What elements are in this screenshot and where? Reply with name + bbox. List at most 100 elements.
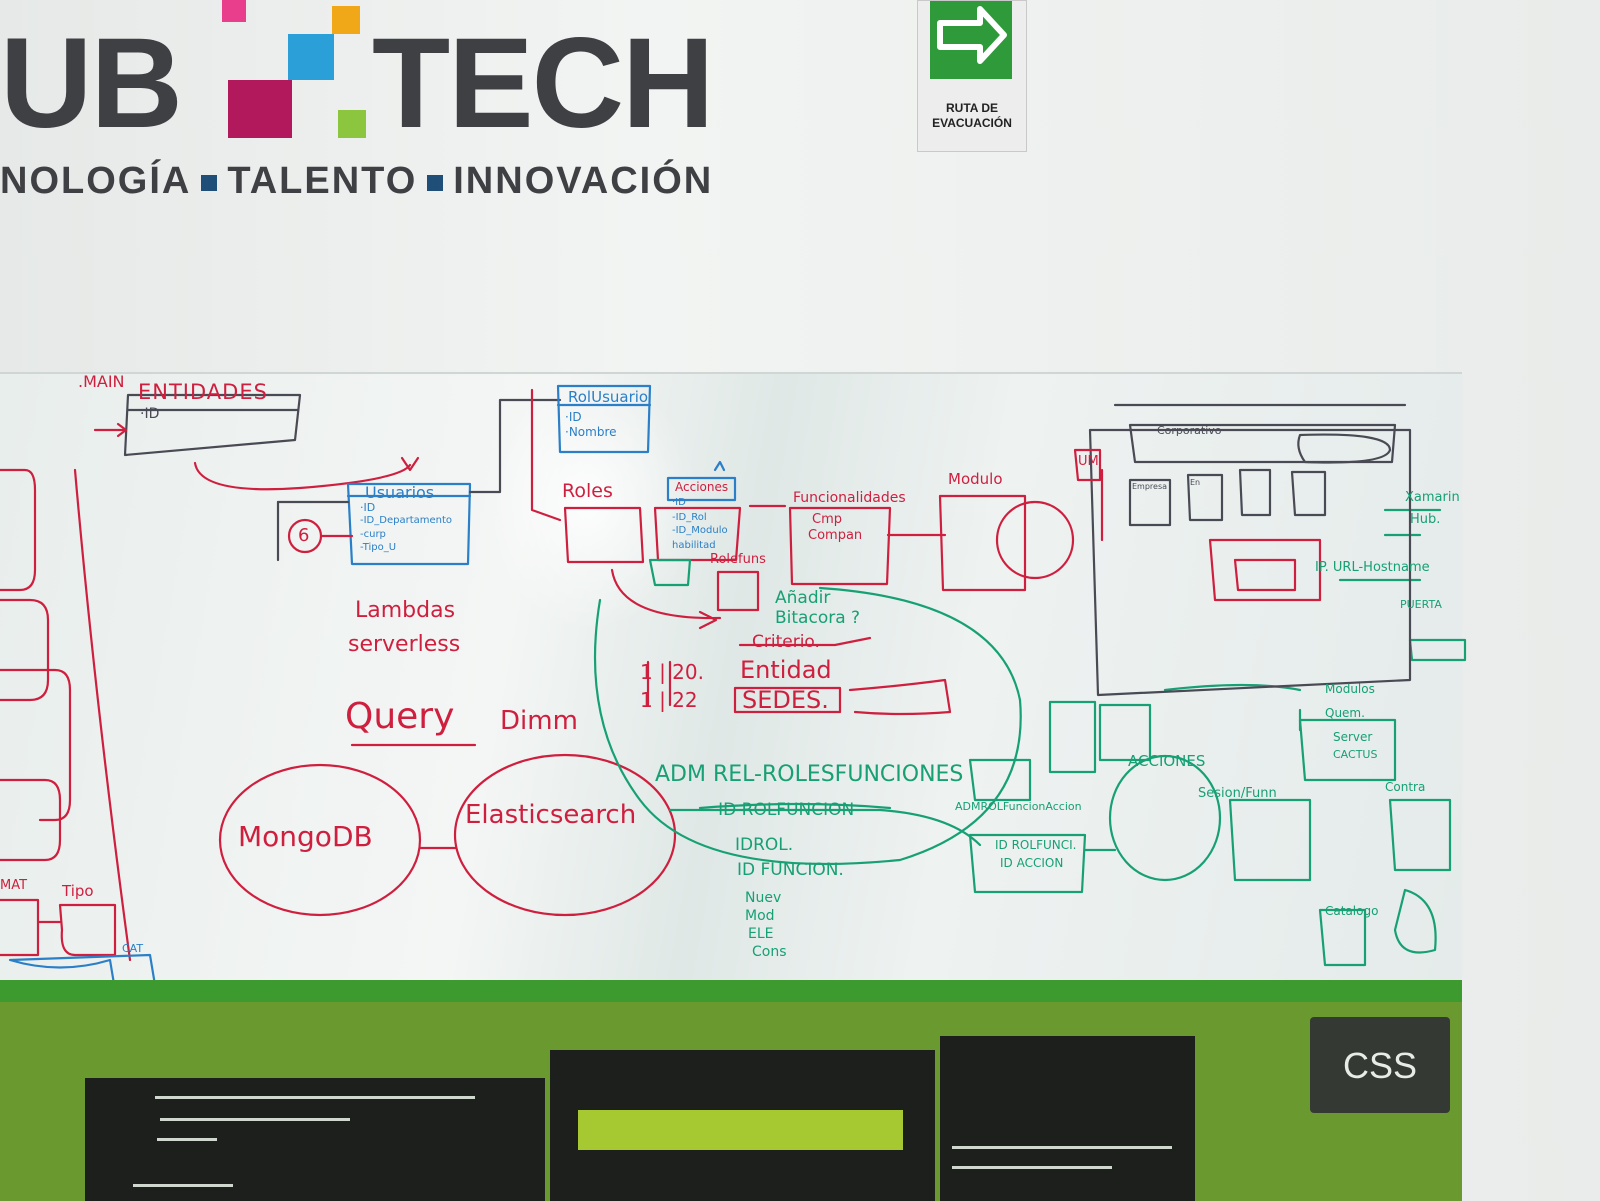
css-badge: CSS — [1310, 1017, 1450, 1113]
rolusuario-field-1: ·ID — [565, 410, 582, 424]
usuarios-field: -curp — [360, 529, 386, 540]
modulos-title: Modulos — [1325, 682, 1375, 696]
code-line — [952, 1146, 1172, 1149]
acciones-field: ·ID — [672, 497, 686, 508]
left-flow-boxes — [0, 468, 132, 962]
logo-square-pink — [222, 0, 246, 22]
logo-text-right: TECH — [372, 12, 714, 155]
logo-square-magenta — [228, 80, 292, 138]
anadir-label: Añadir — [775, 588, 831, 608]
entidad-prefix: .MAIN — [78, 372, 125, 391]
acciones-green-label: ACCIONES — [1128, 752, 1206, 770]
right-note: IP. URL-Hostname — [1315, 560, 1430, 575]
nums-row-2: 1 | 22 — [640, 688, 698, 712]
code-highlight — [578, 1110, 903, 1150]
hubtech-logo: UB TECH NOLOGÍA TALENTO INNOVACIÓN — [0, 0, 760, 220]
catalogo-label: Catalogo — [1325, 904, 1379, 918]
logo-square-orange — [332, 6, 360, 34]
right-note: Hub. — [1410, 512, 1441, 527]
elasticsearch-label: Elasticsearch — [465, 800, 637, 830]
admrol-title: ADMROLFuncionAccion — [955, 800, 1082, 813]
code-screen-right — [940, 1036, 1195, 1201]
code-screen-left — [85, 1078, 545, 1201]
mock-side-label: UM — [1078, 454, 1099, 469]
modulos-item: CACTUS — [1333, 748, 1378, 761]
bitacora-label: Bitacora ? — [775, 608, 861, 628]
funcionalidades-body-1: Cmp — [812, 512, 842, 527]
modulos-item: Server — [1333, 730, 1373, 744]
query-suffix: Dimm — [500, 706, 578, 736]
sign-line-2: EVACUACIÓN — [932, 116, 1012, 130]
adm-field: ID FUNCION. — [737, 860, 844, 880]
code-line — [157, 1138, 217, 1141]
usuarios-field: -ID_Departamento — [360, 515, 453, 526]
right-note: Xamarin — [1405, 490, 1460, 505]
admrol-field: ID ACCION — [1000, 856, 1064, 870]
adm-title: ADM REL-ROLESFUNCIONES — [655, 762, 964, 787]
contra-label: Contra — [1385, 780, 1426, 794]
adm-extra: ELE — [748, 926, 774, 942]
adm-field: IDROL. — [735, 835, 794, 855]
sesionfun-label: Sesion/Funn — [1198, 786, 1277, 801]
code-line — [155, 1096, 475, 1099]
funcionalidades-title: Funcionalidades — [793, 490, 906, 506]
lambdas-label: Lambdas — [355, 598, 456, 623]
tagline-separator — [201, 174, 218, 191]
whiteboard-glare — [480, 372, 700, 632]
left-label: CAT — [122, 942, 144, 955]
adm-field: -ID ROLFUNCION — [712, 800, 855, 820]
code-screen-middle — [550, 1050, 935, 1201]
green-trim — [0, 980, 1462, 1002]
logo-square-blue — [288, 34, 334, 80]
right-note: PUERTA — [1400, 598, 1442, 611]
entidad-word: Entidad — [740, 656, 832, 684]
evacuation-sign: RUTA DE EVACUACIÓN — [917, 0, 1027, 152]
tagline-word-3: INNOVACIÓN — [453, 160, 714, 202]
criterio-label: Criterio. — [752, 632, 820, 652]
entidad-title: ENTIDADES — [138, 380, 268, 404]
modulos-item: Quem. — [1325, 706, 1365, 720]
logo-text-left: UB — [0, 12, 183, 155]
logo-tagline: NOLOGÍA TALENTO INNOVACIÓN — [0, 160, 713, 203]
usuarios-title: Usuarios — [365, 483, 435, 502]
usuarios-field: ·ID — [360, 501, 376, 514]
funcionalidades-body-2: Compan — [808, 528, 863, 543]
adm-extra: Cons — [752, 944, 787, 960]
left-label: MAT — [0, 878, 28, 893]
usuarios-field: -Tipo_U — [360, 542, 397, 553]
admrol-field: ID ROLFUNCI. — [995, 838, 1077, 852]
rolusuario-title: RolUsuario — [568, 388, 649, 406]
sedes-label: SEDES. — [742, 686, 829, 714]
roles-label: Roles — [562, 480, 613, 502]
code-line — [160, 1118, 350, 1121]
corporativo-label: Corporativo — [1157, 424, 1222, 437]
tagline-separator — [427, 174, 444, 191]
mock-label: Empresa — [1132, 482, 1168, 491]
sign-line-1: RUTA DE — [946, 101, 998, 115]
adm-extra: Mod — [745, 908, 775, 924]
mock-label: En — [1190, 478, 1201, 487]
tagline-word-1: NOLOGÍA — [0, 160, 192, 202]
rolefuns-label: Rolefuns — [710, 552, 766, 567]
query-label: Query — [345, 696, 455, 737]
acciones-field: -ID_Modulo — [672, 525, 728, 536]
acciones-field: -ID_Rol — [672, 512, 707, 523]
entidad-field: ·ID — [140, 406, 160, 422]
circle-number: 6 — [298, 525, 310, 546]
css-badge-label: CSS — [1342, 1045, 1418, 1086]
acciones-field: habilitad — [672, 540, 716, 551]
tagline-word-2: TALENTO — [227, 160, 418, 202]
logo-square-green — [338, 110, 366, 138]
mongodb-label: MongoDB — [238, 820, 373, 853]
nums-row-1: 1 | 20. — [640, 660, 704, 684]
left-label: Tipo — [62, 882, 94, 900]
code-line — [952, 1166, 1112, 1169]
exit-arrow-icon — [930, 1, 1012, 79]
acciones-title: Acciones — [675, 480, 729, 494]
code-line — [133, 1184, 233, 1187]
evacuation-sign-label: RUTA DE EVACUACIÓN — [918, 101, 1026, 131]
serverless-label: serverless — [348, 632, 461, 657]
adm-extra: Nuev — [745, 890, 782, 906]
modulo-label: Modulo — [948, 470, 1003, 488]
